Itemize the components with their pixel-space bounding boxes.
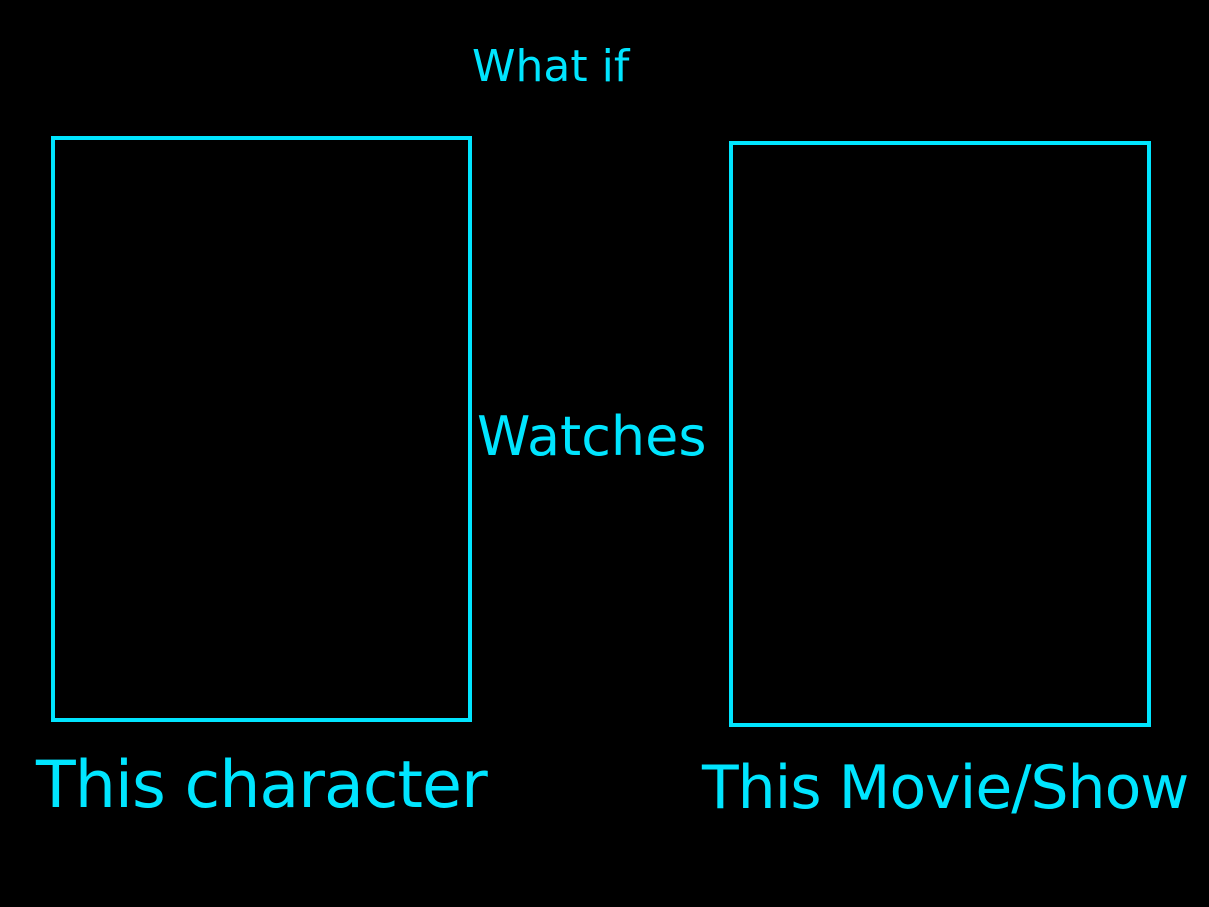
movie-show-caption: This Movie/Show — [702, 753, 1189, 823]
connector-text: Watches — [477, 405, 707, 468]
character-caption: This character — [36, 748, 488, 823]
heading-text: What if — [472, 41, 630, 92]
movie-show-image-frame — [729, 141, 1151, 727]
character-image-frame — [51, 136, 472, 722]
